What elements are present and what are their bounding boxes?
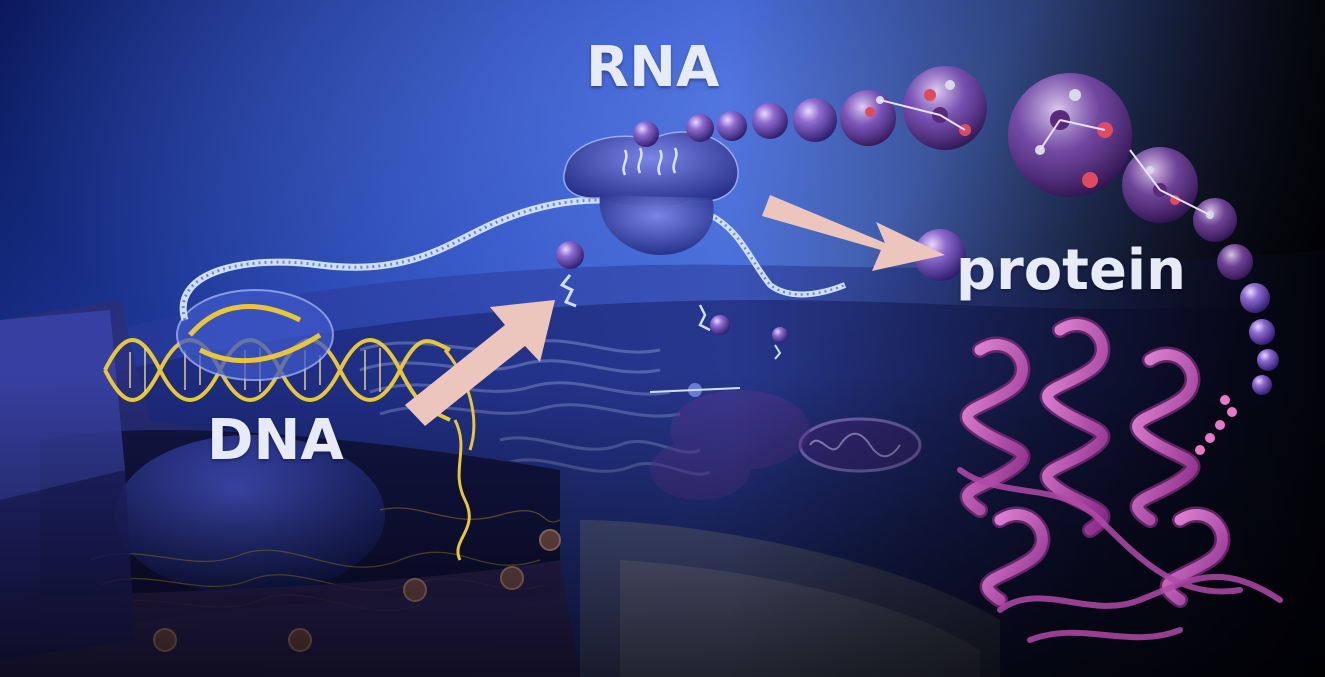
- protein-label: protein: [956, 238, 1186, 303]
- rna-polymerase: [176, 289, 334, 381]
- arrow-dna-to-rna: [405, 300, 555, 426]
- rna-label: RNA: [586, 35, 720, 100]
- trna-molecules: [556, 241, 788, 397]
- ribosome-icon: [563, 131, 739, 255]
- dna-label: DNA: [207, 408, 344, 473]
- arrow-rna-to-protein: [762, 195, 945, 271]
- rna-strand-icon: [179, 196, 847, 322]
- folded-protein-icon: [957, 316, 1283, 643]
